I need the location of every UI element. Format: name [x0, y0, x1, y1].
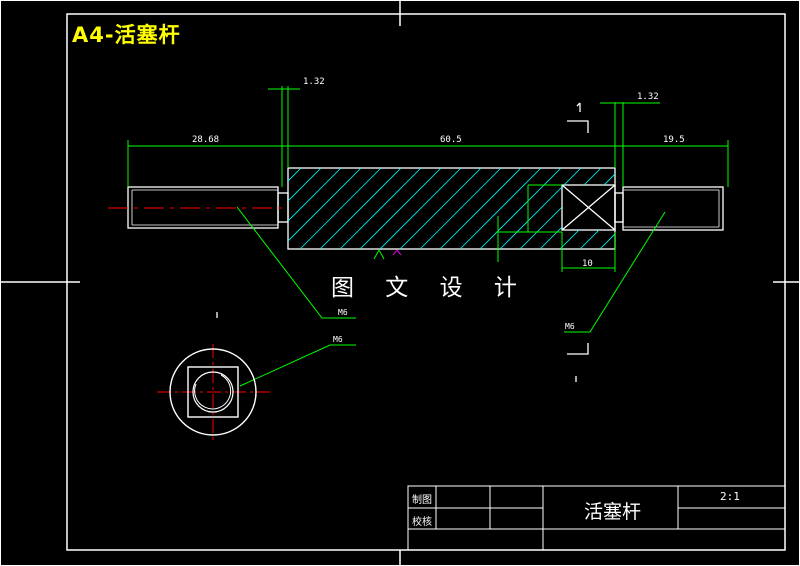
end-view-outer-circle: [169, 348, 257, 436]
leader-thread-right: M6: [565, 322, 575, 331]
leader-labels: M6 M6 M6: [333, 308, 575, 344]
title-block: [407, 485, 786, 551]
hatch-line: [359, 168, 442, 249]
title-block-scale: 2:1: [720, 490, 740, 503]
rod-right-groove: [614, 192, 624, 223]
end-view-square: [187, 366, 239, 418]
hatch-line: [399, 168, 482, 249]
section-end-view: [157, 344, 270, 443]
hatch-line: [479, 168, 562, 249]
dim-length-left: 28.68: [192, 135, 219, 145]
dim-gap-right: 1.32: [637, 92, 659, 102]
hatch-line: [620, 168, 701, 249]
hatch-line: [339, 168, 422, 249]
title-block-checked-by: 校核: [412, 517, 432, 528]
dim-gap-left: 1.32: [303, 77, 325, 87]
hatch-line: [459, 168, 542, 249]
hatch-line: [640, 168, 721, 249]
end-view-thread-circle: [192, 371, 234, 413]
leader-lines: [236, 206, 666, 387]
hatch-line: [660, 168, 741, 249]
dim-slot-width: 10: [582, 259, 593, 269]
dim-length-middle: 60.5: [440, 135, 462, 145]
section-markers: [216, 102, 589, 382]
hatch-line: [379, 168, 462, 249]
hatch-line: [599, 168, 615, 249]
hatch-line: [579, 168, 615, 249]
sheet-title: A4-活塞杆: [72, 23, 181, 47]
leader-thread-left: M6: [338, 308, 348, 317]
title-block-drawn-by: 制图: [412, 495, 432, 506]
rod-middle-section: [287, 167, 616, 250]
dim-length-right: 19.5: [663, 135, 685, 145]
hatch-line: [299, 168, 382, 249]
hatch-line: [288, 168, 362, 249]
rod-right-thread-end: [622, 186, 724, 231]
watermark-text: 图 文 设 计: [331, 275, 529, 301]
title-block-part-name: 活塞杆: [584, 501, 642, 523]
surface-finish-marks: [373, 248, 402, 260]
hatch-line: [288, 168, 342, 249]
hatch-line: [439, 168, 522, 249]
dimension-lines: [127, 86, 729, 272]
hatch-line: [680, 168, 761, 249]
leader-section-view: M6: [333, 335, 343, 344]
hatch-line: [288, 168, 322, 249]
hatch-line: [419, 168, 502, 249]
hatch-line: [319, 168, 402, 249]
dimension-labels: 1.32 1.32 28.68 60.5 19.5 10: [192, 77, 685, 269]
hatch-line: [559, 168, 615, 249]
hatch-line: [499, 168, 582, 249]
section-hatching: [288, 168, 761, 249]
hatch-line: [519, 168, 602, 249]
hatch-line: [539, 168, 615, 249]
